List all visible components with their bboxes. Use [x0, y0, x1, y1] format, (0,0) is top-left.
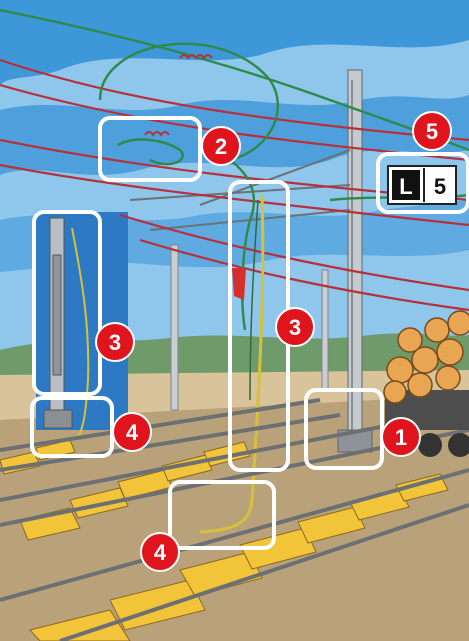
ballast-bed	[0, 395, 469, 641]
grounding-conductor-cable	[249, 199, 259, 401]
catenary-mast	[337, 69, 373, 453]
callout-2: 2	[201, 126, 241, 166]
callout-3a-label: 3	[109, 330, 121, 355]
highlight-box-mast-base	[304, 388, 384, 470]
callout-3a: 3	[95, 322, 135, 362]
highlight-box-mast-base-left	[30, 396, 114, 458]
callout-5: 5	[412, 111, 452, 151]
red-flag	[232, 268, 246, 300]
callout-1: 1	[381, 417, 421, 457]
highlight-box-signal-mast	[32, 210, 102, 396]
grounding-wire-left	[71, 227, 90, 441]
callout-4b-label: 4	[154, 540, 167, 565]
signal-mast	[43, 217, 73, 429]
highlight-box-sign	[376, 152, 469, 214]
highlight-boxes	[30, 116, 469, 550]
logs	[383, 310, 469, 404]
track-sign: L 5	[387, 165, 457, 205]
callout-1-label: 1	[395, 425, 407, 450]
grounding-conductor	[199, 194, 265, 534]
sign-letter: L	[399, 174, 412, 199]
callout-4b: 4	[140, 532, 180, 572]
highlight-box-insulator	[98, 116, 202, 182]
callout-4a: 4	[112, 412, 152, 452]
callout-4a-label: 4	[126, 420, 139, 445]
sign-number: 5	[434, 174, 446, 199]
callout-3b: 3	[275, 307, 315, 347]
callout-2-label: 2	[215, 134, 227, 159]
insulator-top	[144, 54, 213, 137]
highlight-box-rail-connection	[168, 480, 276, 550]
callout-3b-label: 3	[289, 315, 301, 340]
callout-5-label: 5	[426, 119, 438, 144]
